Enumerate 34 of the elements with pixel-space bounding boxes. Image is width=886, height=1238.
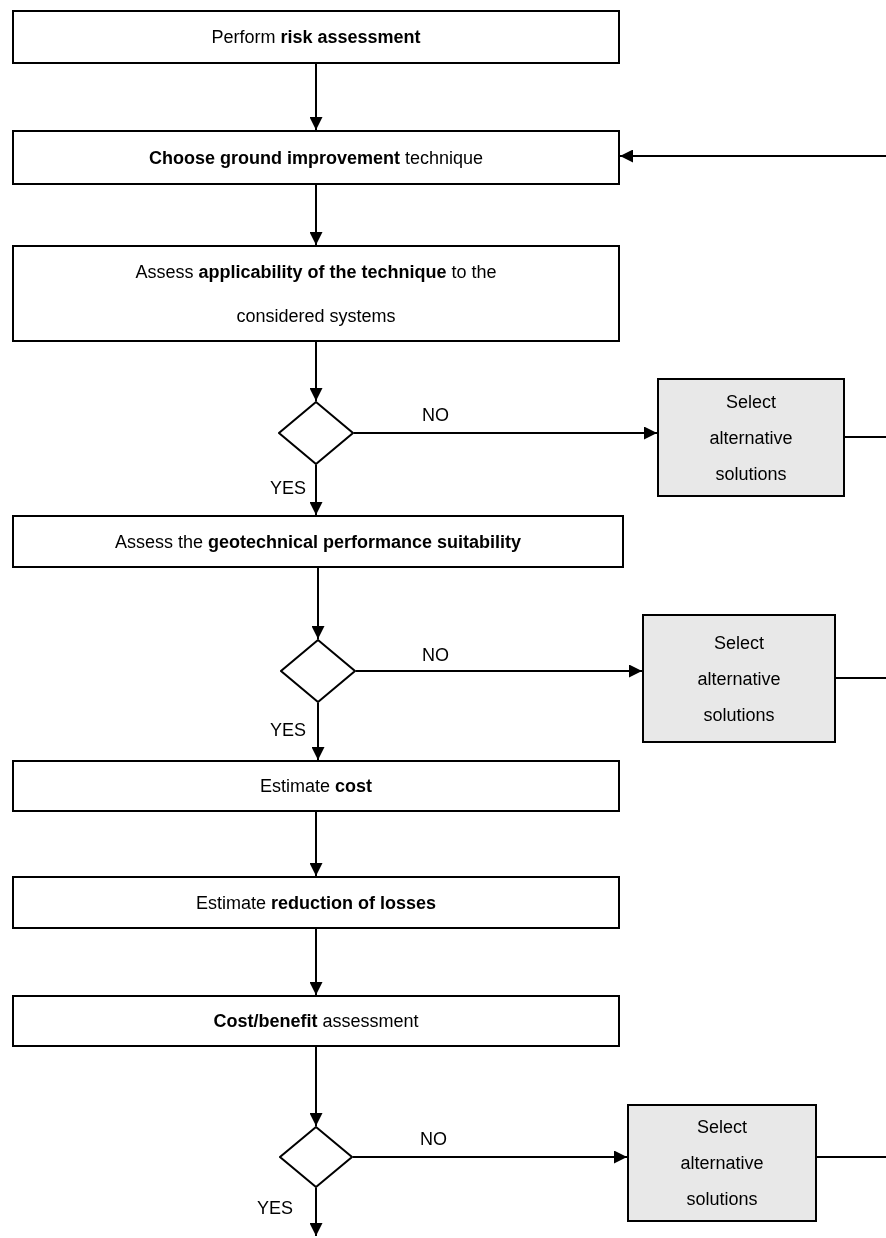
process-box — [657, 378, 845, 497]
arrow — [309, 811, 323, 877]
box-text: Estimate cost — [259, 775, 372, 798]
arrow — [353, 426, 658, 440]
arrow — [309, 928, 323, 996]
arrow — [355, 664, 643, 678]
box-text: Select alternative solutions — [708, 390, 794, 486]
box-text: Perform risk assessment — [211, 26, 421, 49]
process-box — [12, 760, 620, 812]
box-text: Assess the geotechnical performance suitability — [114, 530, 522, 554]
process-box — [12, 995, 620, 1047]
arrow — [309, 184, 323, 246]
process-box — [627, 1104, 817, 1222]
process-box — [12, 245, 620, 342]
arrow — [311, 567, 325, 640]
process-box — [12, 130, 620, 185]
arrow — [309, 63, 323, 131]
arrow — [309, 464, 323, 516]
box-text: Assess applicability of the technique to the considered systems — [134, 260, 498, 328]
box-text: Select alternative solutions — [696, 631, 782, 727]
box-text: Cost/benefit assessment — [213, 1010, 419, 1033]
process-box — [642, 614, 836, 743]
arrow — [311, 702, 325, 761]
arrow — [309, 1187, 323, 1237]
arrow — [309, 341, 323, 402]
box-text: Estimate reduction of losses — [195, 891, 437, 915]
arrow — [352, 1150, 628, 1164]
box-text: Select alternative solutions — [679, 1116, 765, 1211]
arrow — [619, 149, 886, 163]
box-text: Choose ground improvement technique — [148, 146, 484, 170]
process-box — [12, 515, 624, 568]
process-box — [12, 876, 620, 929]
process-box — [12, 10, 620, 64]
arrow — [309, 1046, 323, 1127]
